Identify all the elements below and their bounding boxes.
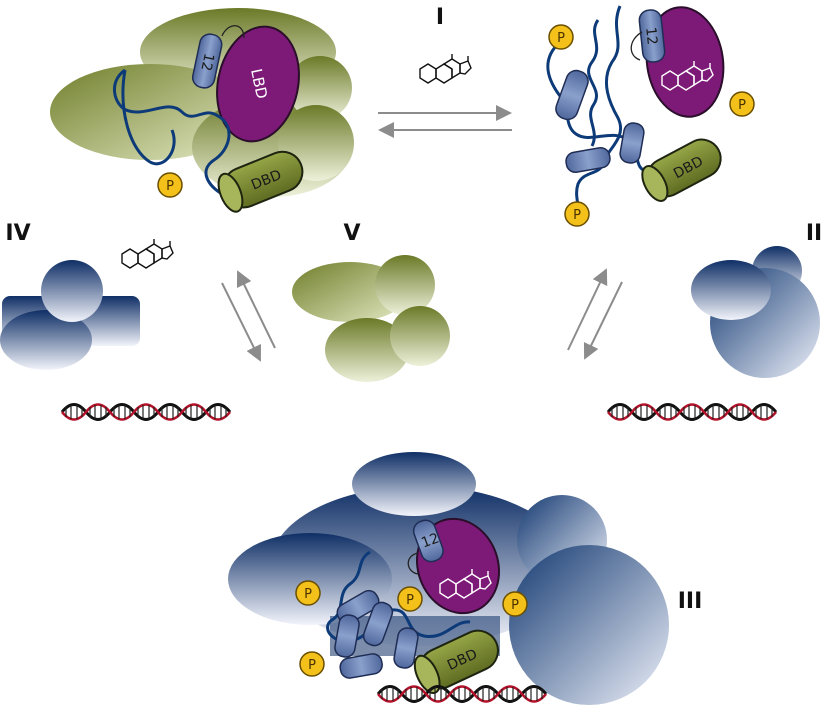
hormone-icon-left — [121, 238, 174, 269]
lbd-label: LBD — [247, 67, 271, 100]
arrow-ii-to-iii — [583, 281, 623, 360]
stage-label-iv: IV — [5, 221, 30, 246]
dbd-domain-active: DBD — [413, 629, 499, 694]
phospho-label: P — [511, 598, 519, 613]
phospho-label: P — [738, 98, 746, 113]
phospho-site: P — [564, 201, 590, 227]
stage-iii-complex: 12 DBD P P P P — [228, 452, 669, 705]
stage-label-v: V — [343, 221, 360, 246]
stage-label-iii: III — [678, 589, 703, 614]
stage-v-complex — [292, 255, 450, 382]
hormone-icon-top — [419, 53, 472, 84]
phospho-site: P — [157, 172, 183, 198]
stage-i-chaperone-complex: LBD 12 DBD P — [50, 8, 354, 213]
phospho-site: P — [299, 651, 325, 677]
phospho-label: P — [573, 208, 581, 223]
n-terminal-chain — [113, 68, 231, 198]
dna-helix-left — [60, 403, 232, 421]
phospho-site: P — [502, 591, 528, 617]
phospho-site: P — [295, 580, 321, 606]
stage-iv-complex — [0, 260, 140, 370]
phospho-label: P — [304, 587, 312, 602]
arrow-v-to-iv — [236, 270, 276, 349]
helix-12-label-bound: 12 — [642, 26, 660, 45]
phospho-label: P — [557, 31, 565, 46]
lbd-domain-bound — [645, 6, 725, 118]
stage-i-ligand-bound-receptor: 12 DBD P P P — [546, 5, 755, 227]
stage-label-ii: II — [806, 221, 822, 246]
lbd-domain — [216, 25, 300, 143]
dna-helix-right — [606, 403, 778, 421]
helix-12: 12 — [191, 33, 223, 89]
phospho-site: P — [548, 24, 574, 50]
arrow-iv-to-v — [221, 282, 261, 362]
dbd-domain: DBD — [217, 150, 304, 213]
phospho-label: P — [406, 593, 414, 608]
phospho-site: P — [397, 586, 423, 612]
phospho-label: P — [308, 658, 316, 673]
helix-12-label: 12 — [197, 52, 216, 73]
stage-label-i: I — [436, 5, 444, 30]
helix-12-label-active: 12 — [419, 530, 441, 551]
arrow-iii-to-ii — [567, 268, 608, 351]
phospho-label: P — [166, 179, 174, 194]
stage-ii-complex — [691, 246, 820, 378]
phospho-site: P — [729, 91, 755, 117]
dna-helix-bottom — [376, 685, 548, 703]
